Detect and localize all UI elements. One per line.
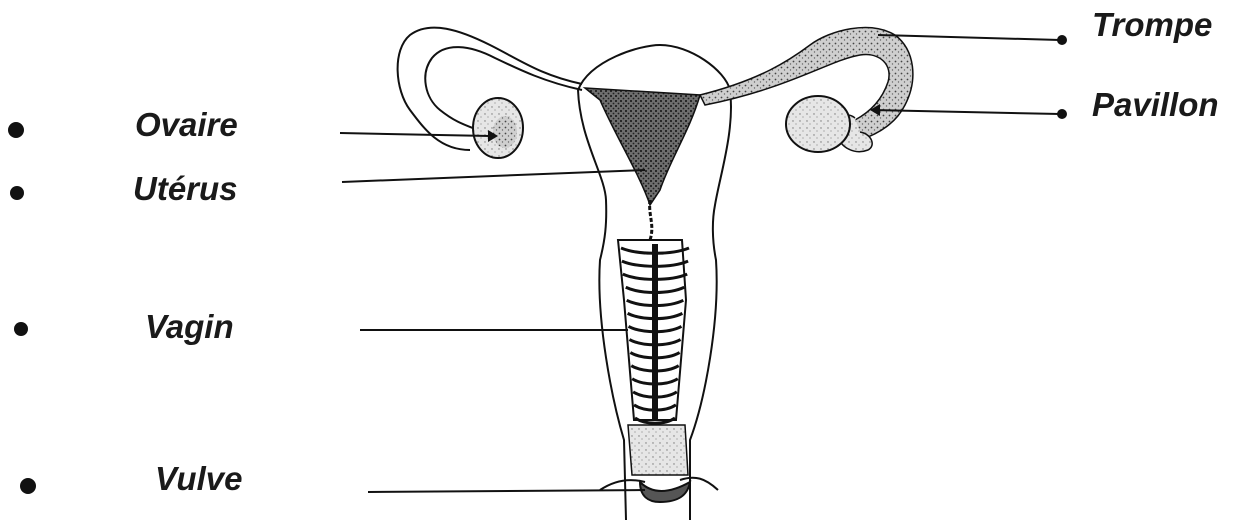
label-trompe: Trompe bbox=[1092, 8, 1212, 41]
bullet-uterus bbox=[10, 186, 24, 200]
leader-lines bbox=[340, 35, 1060, 492]
right-ovary bbox=[786, 96, 850, 152]
leader-dot-trompe bbox=[1057, 35, 1067, 45]
label-vulve: Vulve bbox=[155, 462, 242, 495]
leader-vulve bbox=[368, 490, 645, 492]
vagina-lower bbox=[628, 425, 688, 475]
leader-dot-pavillon bbox=[1057, 109, 1067, 119]
label-ovaire: Ovaire bbox=[135, 108, 238, 141]
label-uterus: Utérus bbox=[133, 172, 238, 205]
uterus-cavity bbox=[585, 88, 700, 205]
label-vagin: Vagin bbox=[145, 310, 234, 343]
label-pavillon: Pavillon bbox=[1092, 88, 1219, 121]
bullet-vagin bbox=[14, 322, 28, 336]
leader-trompe bbox=[878, 35, 1060, 40]
bullet-vulve bbox=[20, 478, 36, 494]
leader-ovaire bbox=[340, 133, 490, 136]
bullet-ovaire bbox=[8, 122, 24, 138]
